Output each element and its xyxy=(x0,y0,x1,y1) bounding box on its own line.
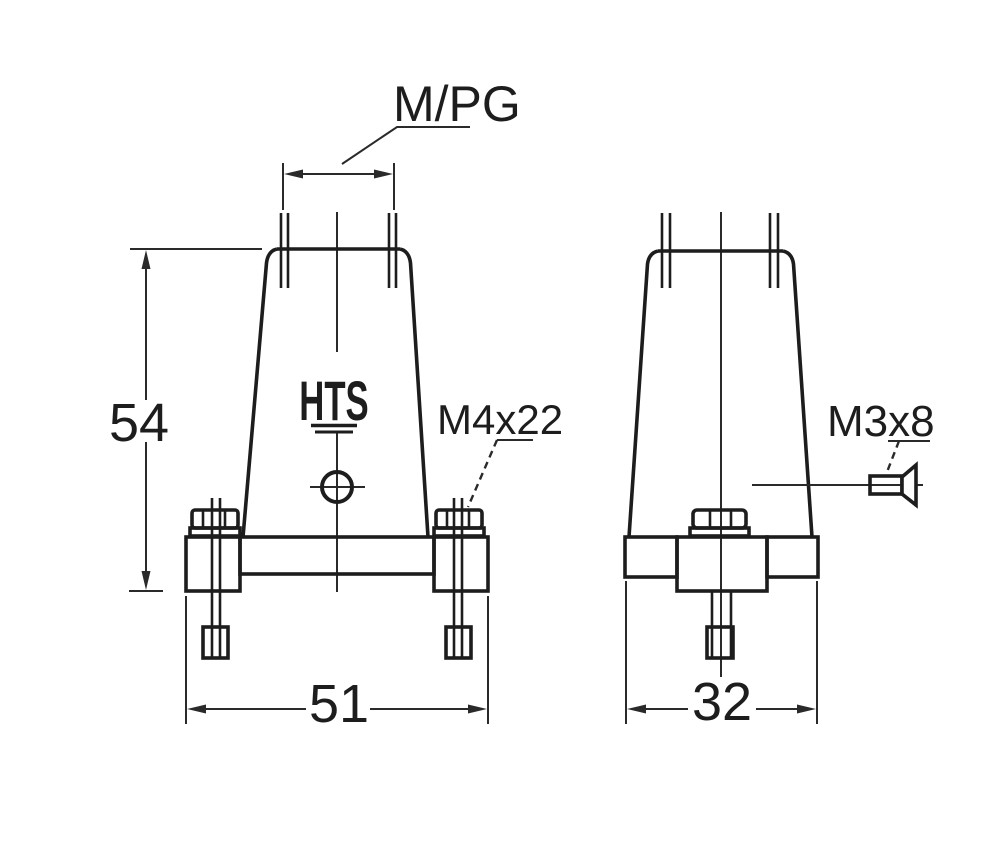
label-fixing-screw-front: M4x22 xyxy=(437,396,563,443)
dim-value-width: 51 xyxy=(309,674,369,734)
side-view: M3x8 32 xyxy=(623,212,935,732)
dimension-width-51: 51 xyxy=(185,596,489,734)
m4-screw-left xyxy=(188,498,242,660)
dim-value-height: 54 xyxy=(109,393,169,453)
label-fixing-screw-side: M3x8 xyxy=(827,397,935,446)
m4x22-callout: M4x22 xyxy=(437,396,563,508)
side-hood-body xyxy=(627,249,814,538)
front-hood-body xyxy=(241,247,430,538)
center-hole xyxy=(310,470,365,504)
logo-text: HTS xyxy=(299,370,368,433)
dim-value-depth: 32 xyxy=(692,672,752,732)
label-cable-entry-thread: M/PG xyxy=(393,76,521,132)
dimension-height-54: 54 xyxy=(109,248,262,592)
side-screw xyxy=(688,508,751,660)
cable-entry-dimension: M/PG xyxy=(282,76,521,210)
front-view: M/PG xyxy=(109,76,563,734)
m3x8-callout: M3x8 xyxy=(752,397,935,509)
dimension-depth-32: 32 xyxy=(625,581,818,732)
m4-screw-right xyxy=(432,498,486,660)
hts-logo: HTS xyxy=(299,370,369,434)
